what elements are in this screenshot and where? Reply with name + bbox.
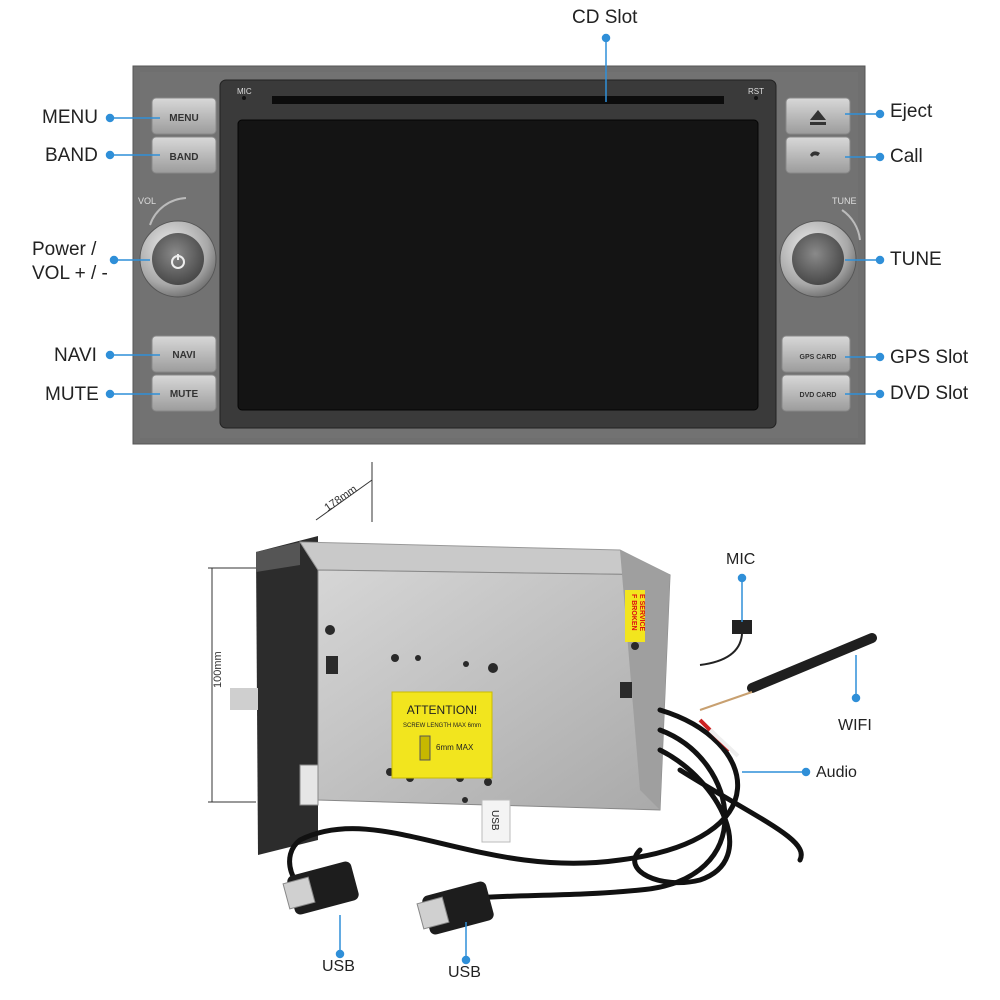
cable-tag [481,799,511,843]
label-navi: NAVI [54,345,97,366]
sticker-line1: SCREW LENGTH MAX 6mm [403,723,481,729]
unit-front-face [256,536,318,855]
cable-tag-text: USB [489,810,500,831]
label-eject: Eject [890,101,933,122]
band-button-label: BAND [170,152,199,163]
label-dvd-slot: DVD Slot [890,383,969,404]
mic-connector [732,620,752,634]
chassis-side [317,569,671,811]
gps-card-slot [781,335,851,373]
label-power-vol: Power / VOL + / - [32,238,108,286]
cd-slot [272,96,724,104]
tune-arc [841,209,861,241]
menu-button [151,97,217,135]
mic-hole [242,96,246,100]
warning-line2: F BROKEN [630,594,637,631]
dvd-card-slot [781,374,851,412]
screen [237,119,759,411]
side-view-illustration: 178mm 100mm ATTENTION! SCREW LENGTH MAX … [208,462,877,965]
usb-port-on-unit [299,764,319,806]
width-dimension: 178mm [322,483,359,514]
panel-rst-label: RST [748,87,764,96]
eject-icon [810,110,826,120]
panel-mic-label: MIC [237,87,252,96]
label-mic: MIC [726,551,756,568]
navi-button-label: NAVI [172,350,195,361]
label-gps-slot: GPS Slot [890,347,969,368]
gps-card-label: GPS CARD [800,354,837,361]
label-tune: TUNE [890,249,942,270]
label-mute: MUTE [45,384,99,405]
warning-line1: E SERVICE [638,594,645,632]
panel-tune-label: TUNE [832,196,857,206]
label-usb-right: USB [448,964,481,981]
navi-button [151,335,217,373]
label-audio: Audio [816,764,857,781]
rst-hole [754,96,758,100]
sticker-line2: 6mm MAX [436,743,474,752]
sticker-title: ATTENTION! [407,703,477,717]
label-usb-left: USB [322,958,355,975]
menu-button-label: MENU [169,113,198,124]
label-band: BAND [45,145,98,166]
usb-cable-left [287,707,740,903]
label-menu: MENU [42,107,98,128]
label-wifi: WIFI [838,717,872,734]
dvd-card-label: DVD CARD [800,392,837,399]
warning-tape [625,590,645,642]
phone-icon [810,151,820,157]
screw-icon [419,735,431,761]
attention-sticker [391,691,493,779]
panel-vol-label: VOL [138,196,156,206]
height-dimension: 100mm [212,651,224,688]
label-power-line2: VOL + / - [32,262,108,284]
label-cd-slot: CD Slot [572,7,638,28]
mute-button [151,374,217,412]
usb-plug-right [416,881,494,935]
white-wire [708,728,740,758]
vol-arc [149,197,187,226]
usb-plug-left [282,861,359,915]
label-power-line1: Power / [32,239,97,260]
mute-button-label: MUTE [170,389,199,400]
wifi-antenna [747,633,877,693]
front-panel-illustration: MIC RST VOL TUNE MENU BAND NAVI MUTE GPS… [105,33,885,445]
label-call: Call [890,146,923,167]
